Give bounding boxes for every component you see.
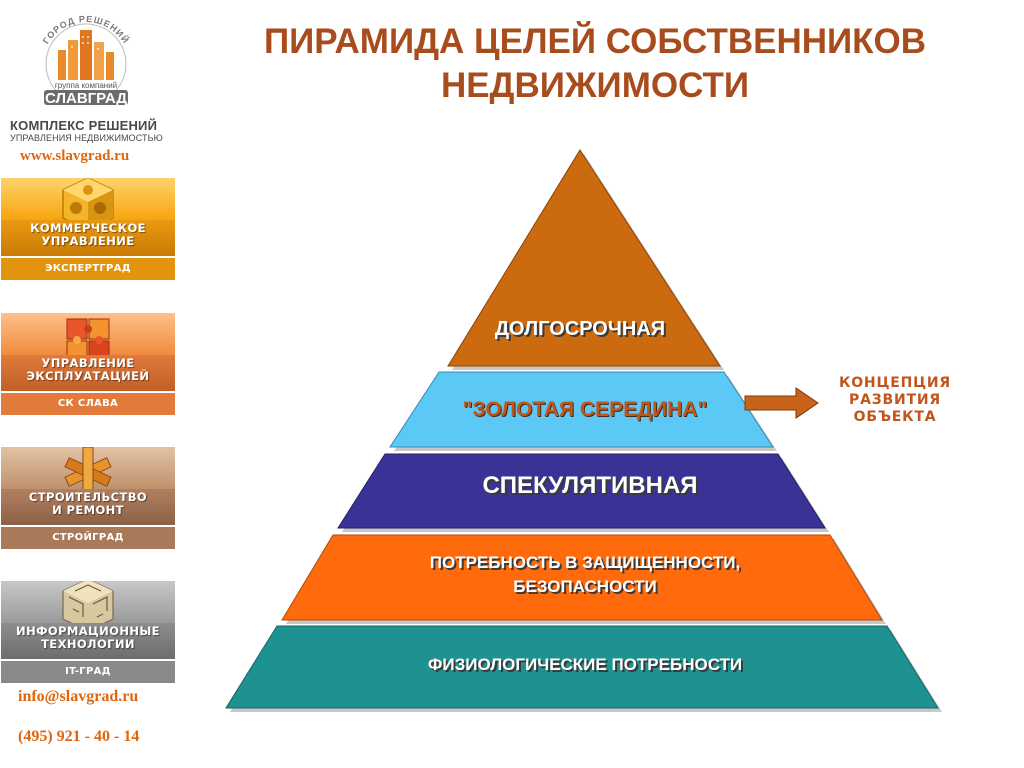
level-safety-needs <box>281 534 883 621</box>
tile-operations-management[interactable]: УПРАВЛЕНИЕ ЭКСПЛУАТАЦИЕЙ СК СЛАВА <box>1 313 175 415</box>
wooden-knot-icon <box>64 447 112 494</box>
phone-number: (495) 921 - 40 - 14 <box>18 728 140 745</box>
slavgrad-logo[interactable]: ГОРОД РЕШЕНИЙ группа компаний СЛАВГРАД <box>28 6 144 106</box>
website-link[interactable]: www.slavgrad.ru <box>20 148 130 164</box>
tile-label: ИНФОРМАЦИОННЫЕ ТЕХНОЛОГИИ <box>16 624 160 651</box>
tile-information-technology[interactable]: ИНФОРМАЦИОННЫЕ ТЕХНОЛОГИИ IT-ГРАД <box>1 581 175 683</box>
maze-cube-icon <box>62 581 114 632</box>
tile-label: УПРАВЛЕНИЕ ЭКСПЛУАТАЦИЕЙ <box>26 356 150 383</box>
page-title: ПИРАМИДА ЦЕЛЕЙ СОБСТВЕННИКОВ НЕДВИЖИМОСТ… <box>263 22 927 105</box>
logo-group-text: группа компаний <box>55 81 117 90</box>
complex-title: КОМПЛЕКС РЕШЕНИЙ <box>10 118 158 133</box>
right-arrow-icon <box>744 387 819 419</box>
level-physiological-needs <box>225 625 939 709</box>
email-link[interactable]: info@slavgrad.ru <box>18 688 139 705</box>
level-long-term <box>447 149 721 367</box>
level-label-physiological-needs: ФИЗИОЛОГИЧЕСКИЕ ПОТРЕБНОСТИ <box>427 655 743 674</box>
level-label-golden-middle: "ЗОЛОТАЯ СЕРЕДИНА" <box>462 398 708 421</box>
tile-footer: СТРОЙГРАД <box>1 527 175 549</box>
tile-footer: ЭКСПЕРТГРАД <box>1 258 175 280</box>
logo-brand-text: СЛАВГРАД <box>45 90 127 106</box>
level-label-long-term: ДОЛГОСРОЧНАЯ <box>494 318 666 340</box>
sidebar: ГОРОД РЕШЕНИЙ группа компаний СЛАВГРАД К… <box>0 0 180 768</box>
level-golden-middle <box>389 371 774 448</box>
level-speculative <box>337 453 826 529</box>
level-label-safety-needs: ПОТРЕБНОСТЬ В ЗАЩИЩЕННОСТИ, БЕЗОПАСНОСТИ <box>429 553 741 596</box>
tile-construction[interactable]: СТРОИТЕЛЬСТВО И РЕМОНТ СТРОЙГРАД <box>1 447 175 549</box>
tile-label: СТРОИТЕЛЬСТВО И РЕМОНТ <box>28 490 148 517</box>
concept-label: КОНЦЕПЦИЯ РАЗВИТИЯ ОБЪЕКТА <box>838 375 951 425</box>
tile-footer: СК СЛАВА <box>1 393 175 415</box>
tile-commercial-management[interactable]: КОММЕРЧЕСКОЕ УПРАВЛЕНИЕ ЭКСПЕРТГРАД <box>1 178 175 280</box>
tile-footer: IT-ГРАД <box>1 661 175 683</box>
level-label-speculative: СПЕКУЛЯТИВНАЯ <box>482 472 698 499</box>
complex-subtitle: УПРАВЛЕНИЯ НЕДВИЖИМОСТЬЮ <box>10 133 163 143</box>
tile-label: КОММЕРЧЕСКОЕ УПРАВЛЕНИЕ <box>30 221 146 248</box>
